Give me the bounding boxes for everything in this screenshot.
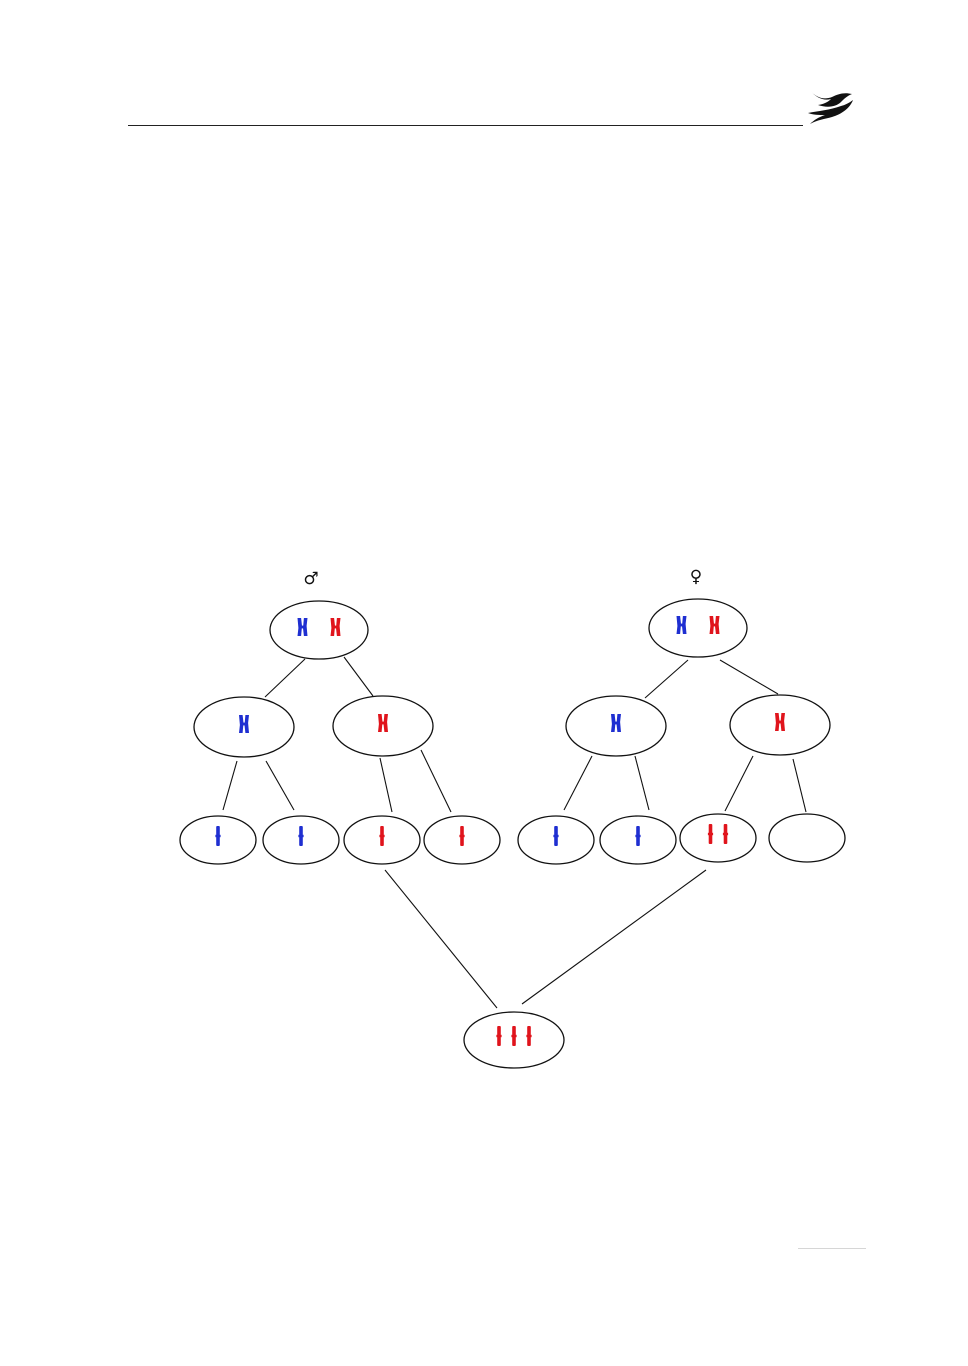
single-chromosome — [496, 1026, 502, 1046]
connector-lines — [222, 656, 807, 1009]
single-chromosome — [215, 826, 221, 846]
cell-zygote — [463, 1011, 565, 1069]
duplicated-chromosome — [330, 618, 341, 636]
duplicated-chromosome — [676, 616, 687, 634]
footer-rule — [798, 1248, 866, 1249]
cell-female-meiosis1-right — [729, 694, 831, 756]
connector-female-parent-to-female-meiosis1-left — [644, 659, 689, 699]
connector-male-parent-to-male-meiosis1-right — [343, 656, 374, 697]
cell-outline — [193, 696, 295, 758]
cell-male-gamete-1 — [179, 815, 257, 865]
cell-female-gamete-4 — [768, 813, 846, 863]
cell-outline — [679, 813, 757, 863]
connector-male-meiosis1-right-to-male-gamete-3 — [379, 757, 393, 813]
single-chromosome — [722, 824, 729, 844]
connector-male-meiosis1-right-to-male-gamete-4 — [420, 749, 452, 813]
single-chromosome — [511, 1026, 517, 1046]
cell-female-gamete-3 — [679, 813, 757, 863]
single-chromosome — [298, 826, 304, 846]
single-chromosome — [635, 826, 641, 846]
cell-male-meiosis1-left — [193, 696, 295, 758]
duplicated-chromosome — [775, 713, 785, 731]
duplicated-chromosome — [239, 715, 249, 733]
connector-female-meiosis1-left-to-female-gamete-2 — [634, 755, 650, 811]
cell-female-gamete-2 — [599, 815, 677, 865]
single-chromosome — [459, 826, 465, 846]
connector-female-meiosis1-right-to-female-gamete-4 — [792, 758, 807, 813]
connector-male-meiosis1-left-to-male-gamete-1 — [222, 760, 238, 811]
duplicated-chromosome — [611, 714, 621, 732]
connector-male-meiosis1-left-to-male-gamete-2 — [265, 760, 295, 811]
cell-female-parent — [648, 598, 748, 658]
connector-male-parent-to-male-meiosis1-left — [264, 658, 306, 698]
male-symbol: ♂ — [303, 569, 319, 589]
cell-outline — [729, 694, 831, 756]
female-symbol: ♀ — [689, 567, 703, 587]
duplicated-chromosome — [297, 618, 308, 636]
single-chromosome — [707, 824, 714, 844]
cell-female-meiosis1-left — [565, 695, 667, 757]
connector-female-parent-to-female-meiosis1-right — [719, 659, 779, 695]
connector-female-meiosis1-right-to-female-gamete-3 — [724, 755, 754, 812]
cell-male-parent — [269, 600, 369, 660]
cell-outline — [269, 600, 369, 660]
cell-outline — [565, 695, 667, 757]
single-chromosome — [379, 826, 385, 846]
connector-female-meiosis1-left-to-female-gamete-1 — [563, 755, 593, 811]
duplicated-chromosome — [378, 714, 388, 732]
cell-male-meiosis1-right — [332, 695, 434, 757]
cell-outline — [332, 695, 434, 757]
single-chromosome — [526, 1026, 532, 1046]
connector-male-gamete-3-to-zygote — [384, 869, 498, 1009]
header-rule — [128, 125, 803, 126]
connector-female-gamete-3-to-zygote — [521, 869, 707, 1005]
cell-male-gamete-2 — [262, 815, 340, 865]
cell-male-gamete-3 — [343, 815, 421, 865]
single-chromosome — [553, 826, 559, 846]
cell-female-gamete-1 — [517, 815, 595, 865]
duplicated-chromosome — [709, 616, 720, 634]
cell-outline — [648, 598, 748, 658]
dove-logo-icon — [808, 90, 853, 124]
cell-male-gamete-4 — [423, 815, 501, 865]
cell-outline — [768, 813, 846, 863]
